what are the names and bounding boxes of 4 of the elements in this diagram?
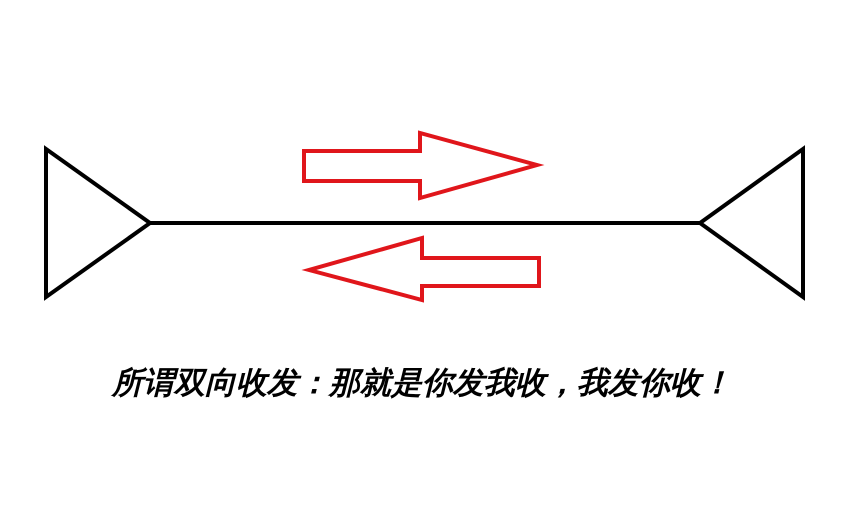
caption: 所谓双向收发：那就是你发我收，我发你收！: [110, 364, 733, 403]
connecting-line: [150, 221, 700, 225]
triangle-symbol: [698, 147, 805, 299]
triangle-symbol: [44, 147, 152, 299]
